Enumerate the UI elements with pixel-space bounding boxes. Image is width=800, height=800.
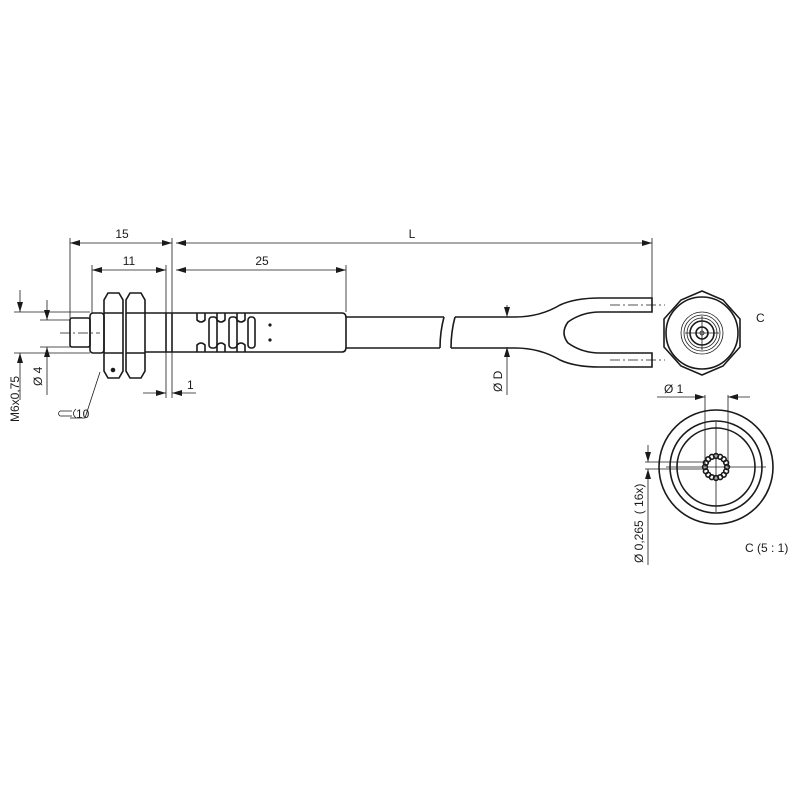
fiber-element xyxy=(722,459,730,466)
cable xyxy=(346,297,653,368)
dim-1: 1 xyxy=(187,378,194,392)
view-marker-c: C xyxy=(756,311,765,325)
dimension-lines xyxy=(17,240,652,419)
extension-lines xyxy=(14,238,653,398)
dim-thread: M6x0,75 xyxy=(8,376,22,422)
dim-diameter-4: Ø 4 xyxy=(31,366,45,386)
dim-element-diameter: Ø 0,265( 16x) xyxy=(632,484,646,563)
sensor-tip xyxy=(69,317,91,348)
nut-2 xyxy=(125,292,146,379)
nut-1 xyxy=(103,292,124,379)
detail-view-c xyxy=(645,394,774,565)
detail-label: C (5 : 1) xyxy=(745,541,788,555)
sensor-body xyxy=(145,312,347,353)
dim-11: 11 xyxy=(123,254,136,268)
wrench-icon xyxy=(58,408,77,419)
dim-l: L xyxy=(409,227,416,241)
sensor xyxy=(69,292,347,379)
end-view-c xyxy=(663,290,741,376)
wrench-size: 10 xyxy=(76,407,90,421)
dim-25: 25 xyxy=(255,254,269,268)
dim-15: 15 xyxy=(115,227,129,241)
dim-diameter-d: Ø D xyxy=(491,370,505,392)
dim-diameter-1: Ø 1 xyxy=(664,382,684,396)
